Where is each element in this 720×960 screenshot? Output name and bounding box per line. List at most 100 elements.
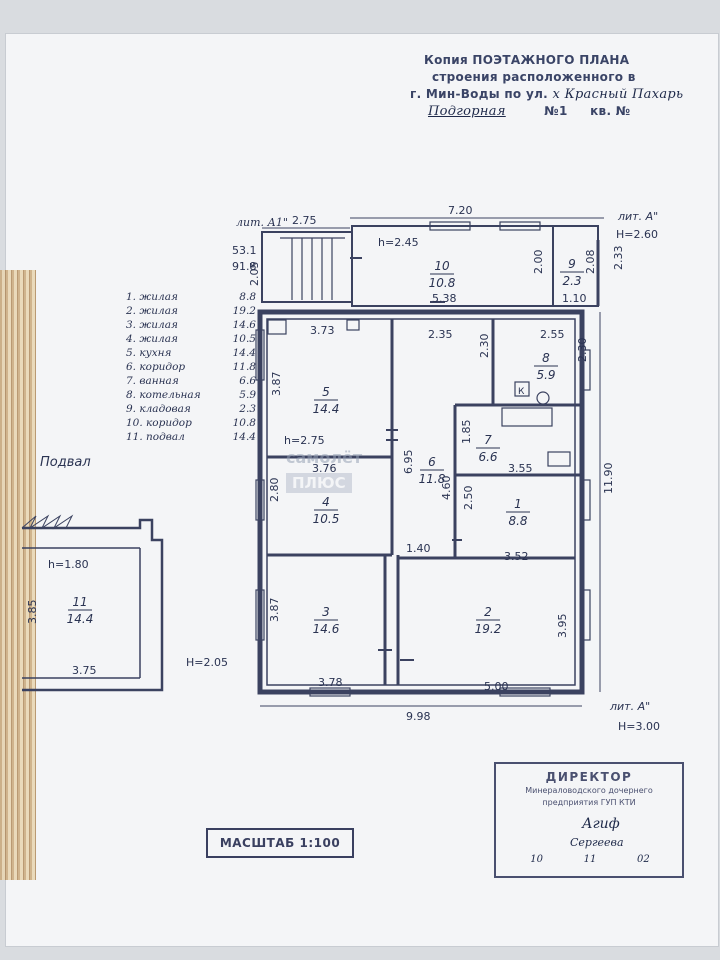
dim-1190: 11.90 (602, 463, 615, 495)
main-inner (266, 318, 576, 686)
date-month: 11 (583, 854, 597, 865)
scale-stamp: МАСШТАБ 1:100 (206, 828, 354, 858)
label-total-2: 91.8 (232, 260, 257, 273)
room-6-area: 11.8 (419, 472, 446, 486)
legend-row: 11. подвал 14.4 (126, 430, 256, 444)
room-11-area: 14.4 (67, 612, 94, 626)
dim-255: 2.55 (540, 328, 565, 341)
dim-373: 3.73 (310, 324, 335, 337)
dim-387b: 3.87 (268, 598, 281, 623)
label-h300: Н=3.00 (618, 720, 660, 733)
label-h260: Н=2.60 (616, 228, 658, 241)
windows (255, 221, 591, 697)
legend-room-area: 2.3 (239, 403, 256, 415)
wooden-edge (0, 270, 36, 880)
boiler-label: К (518, 387, 525, 397)
legend-room-name: 11. подвал (126, 431, 185, 443)
dim-500: 5.00 (484, 680, 509, 693)
legend-room-area: 5.9 (239, 389, 256, 401)
legend-room-name: 6. коридор (126, 361, 186, 373)
legend-room-area: 14.6 (232, 319, 256, 331)
legend-room-area: 10.8 (232, 417, 256, 429)
dim-352: 3.52 (504, 550, 529, 563)
legend-room-name: 3. жилая (126, 319, 178, 331)
dim-h275: h=2.75 (284, 434, 325, 447)
room-1-number: 1 (514, 497, 522, 511)
label-h205: Н=2.05 (186, 656, 228, 669)
title-stamp: Копия ПОЭТАЖНОГО ПЛАНА строения располож… (410, 52, 710, 120)
legend-room-name: 9. кладовая (126, 403, 191, 415)
legend-row: 3. жилая 14.6 (126, 318, 256, 332)
dim-230b: 2.30 (576, 338, 589, 363)
title-street: Подгорная (428, 104, 506, 119)
annex-stairs (280, 237, 345, 300)
legend-room-area: 19.2 (232, 305, 256, 317)
watermark-line-2: ПЛЮС (286, 473, 352, 493)
room-1-area: 8.8 (508, 514, 527, 528)
date-year: 02 (636, 854, 650, 865)
legend-row: 8. котельная 5.9 (126, 388, 256, 402)
dim-140: 1.40 (406, 542, 431, 555)
dim-375: 3.75 (72, 664, 97, 677)
dim-110: 1.10 (562, 292, 587, 305)
dim-998: 9.98 (406, 710, 431, 723)
dim-355: 3.55 (508, 462, 533, 475)
dim-280: 2.80 (268, 478, 281, 503)
main-outline (257, 309, 585, 695)
room-8-number: 8 (542, 351, 550, 365)
legend-room-area: 10.5 (232, 333, 256, 345)
label-total-1: 53.1 (232, 244, 257, 257)
dim-395: 3.95 (556, 614, 569, 639)
legend-row: 9. кладовая 2.3 (126, 402, 256, 416)
watermark-line-1: самолёт (286, 448, 363, 467)
director-title: ДИРЕКТОР (545, 770, 633, 784)
room-8-area: 5.9 (536, 368, 555, 382)
dim-233: 2.33 (612, 246, 625, 271)
title-line-4: Подгорная №1 кв. № (410, 103, 710, 120)
stove-icon (267, 319, 287, 335)
dim-695: 6.95 (402, 450, 415, 475)
director-date: 10 11 02 (510, 854, 670, 865)
legend-row: 4. жилая 10.5 (126, 332, 256, 346)
room-9-area: 2.3 (562, 274, 581, 288)
legend-room-name: 4. жилая (126, 333, 178, 345)
room-4-area: 10.5 (313, 512, 340, 526)
dim-385: 3.85 (26, 600, 39, 625)
room-3-number: 3 (322, 605, 330, 619)
director-name: Сергеева (570, 836, 624, 849)
room-labels: 18.8219.2314.6410.5514.4611.876.685.992.… (67, 257, 584, 636)
director-org-2: предприятия ГУП КТИ (542, 798, 636, 807)
legend-room-area: 14.4 (232, 431, 256, 443)
legend-room-area: 14.4 (232, 347, 256, 359)
room-7-number: 7 (484, 433, 492, 447)
dim-275: 2.75 (292, 214, 317, 227)
label-basement: Подвал (40, 455, 91, 470)
bathtub-icon (501, 407, 553, 427)
legend-room-name: 10. коридор (126, 417, 192, 429)
room-6-number: 6 (428, 455, 436, 469)
room-2-area: 19.2 (475, 622, 502, 636)
dim-205: 2.05 (248, 262, 261, 287)
title-line-2: строения расположенного в (432, 70, 636, 84)
dim-460: 4.60 (440, 476, 453, 501)
title-city: г. Мин-Воды по ул. (410, 87, 549, 101)
label-lit-a: лит. А" (617, 210, 658, 223)
title-number: №1 (544, 104, 568, 118)
annex-a1 (261, 231, 353, 303)
legend-room-name: 7. ванная (126, 375, 179, 387)
legend-room-area: 6.6 (239, 375, 256, 387)
dim-720: 7.20 (448, 204, 473, 217)
dim-378: 3.78 (318, 676, 343, 689)
dim-376: 3.76 (312, 462, 337, 475)
title-street-hand: х Красный Пахарь (552, 87, 684, 102)
label-lit-a1: лит. А1" (236, 216, 288, 229)
sink-icon (346, 319, 360, 331)
room-4-number: 4 (322, 495, 330, 509)
dim-387a: 3.87 (270, 372, 283, 397)
legend-room-name: 8. котельная (126, 389, 201, 401)
room-10-area: 10.8 (429, 276, 456, 290)
